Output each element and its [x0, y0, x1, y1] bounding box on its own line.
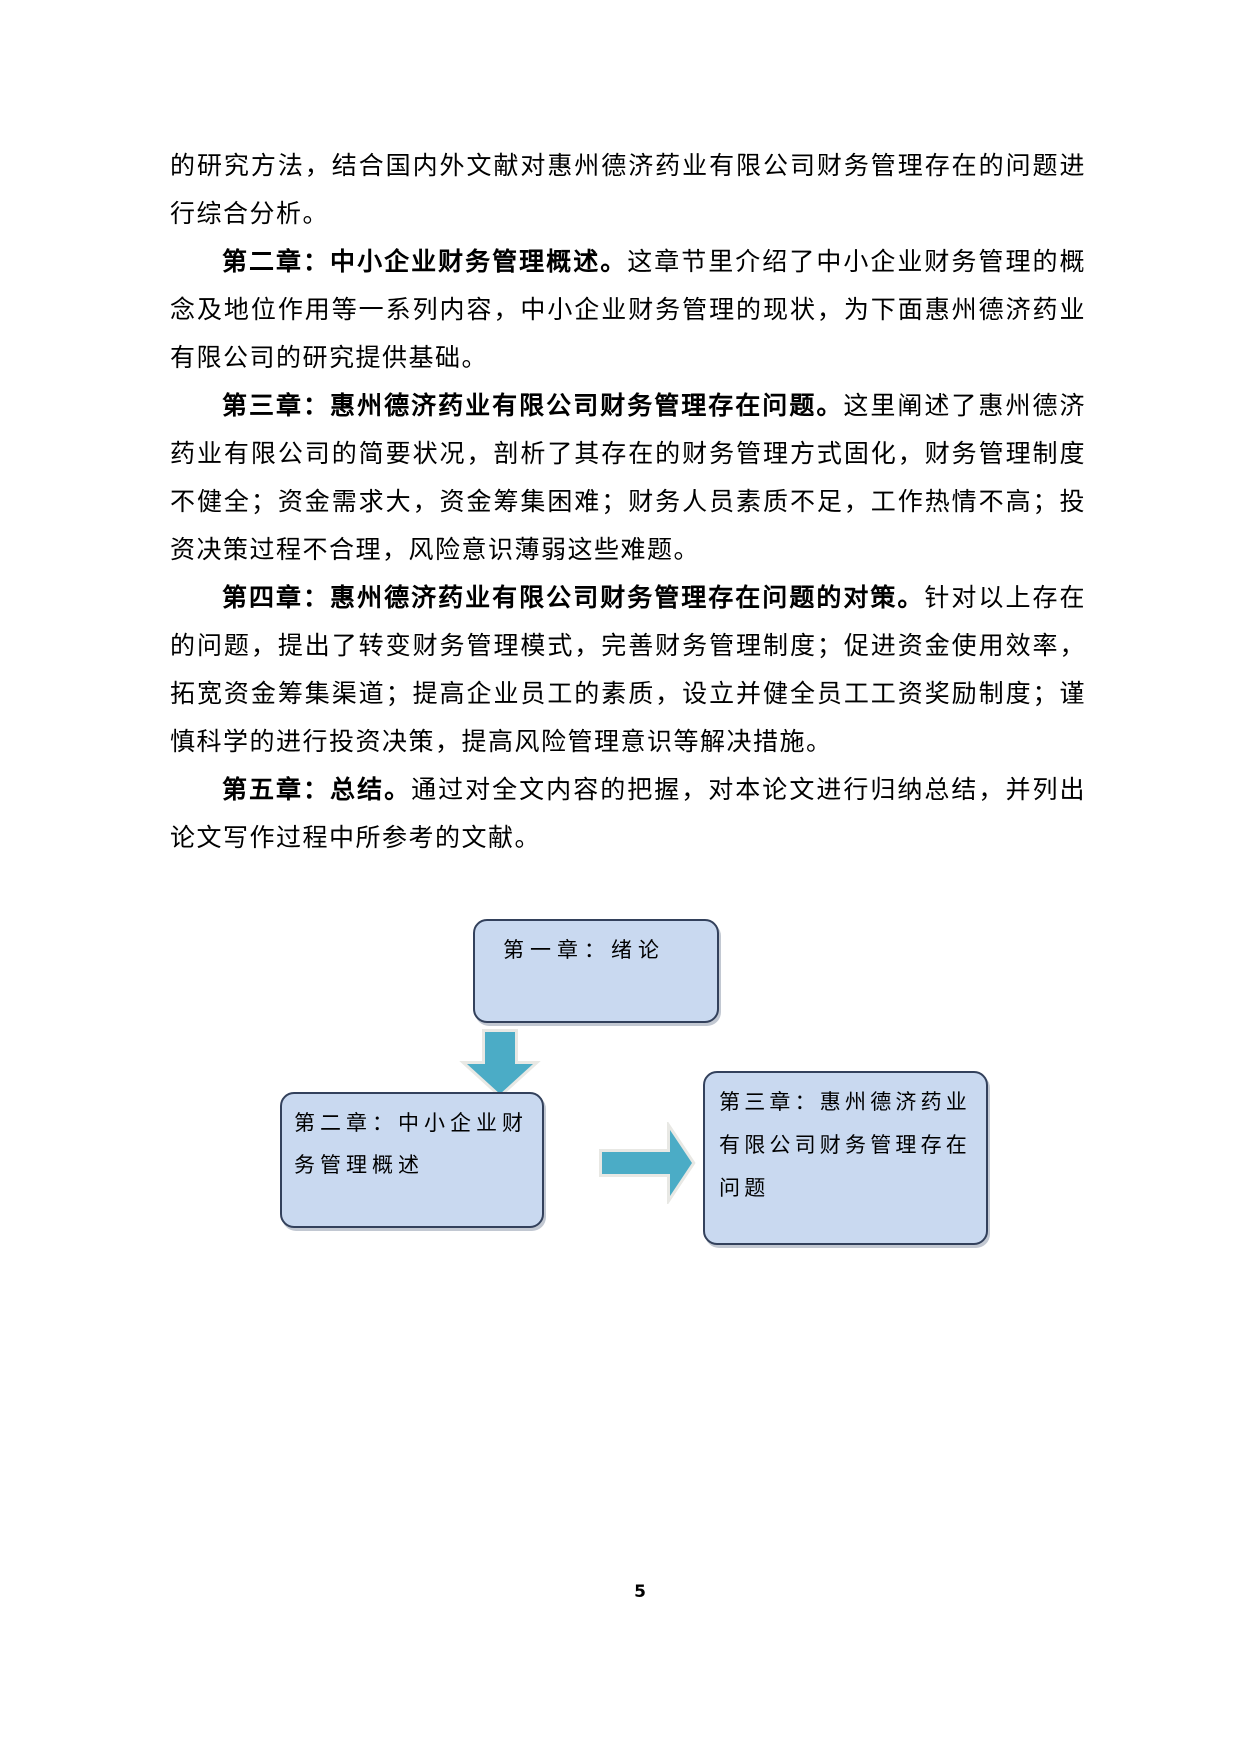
paragraph: 第四章：惠州德济药业有限公司财务管理存在问题的对策。针对以上存在的问题，提出了转… — [170, 574, 1086, 766]
chapter-lead: 第四章：惠州德济药业有限公司财务管理存在问题的对策。 — [222, 583, 925, 612]
paragraph-text: 通过对全文内容的把握，对本论文进行归纳总结，并列出论文写作过程中所参考的文献。 — [170, 775, 1086, 852]
down-arrow-icon — [459, 1029, 541, 1099]
chapter1-box: 第一章：绪论 — [473, 919, 719, 1023]
page-number: 5 — [634, 1582, 646, 1602]
paragraph-text: 针对以上存在的问题，提出了转变财务管理模式，完善财务管理制度；促进资金使用效率，… — [170, 583, 1086, 756]
chapter-lead: 第三章：惠州德济药业有限公司财务管理存在问题。 — [222, 391, 844, 420]
paragraph: 第三章：惠州德济药业有限公司财务管理存在问题。这里阐述了惠州德济药业有限公司的简… — [170, 382, 1086, 574]
paragraph: 第五章：总结。通过对全文内容的把握，对本论文进行归纳总结，并列出论文写作过程中所… — [170, 766, 1086, 862]
chapter-lead: 第二章：中小企业财务管理概述。 — [222, 247, 628, 276]
paragraph: 第二章：中小企业财务管理概述。这章节里介绍了中小企业财务管理的概念及地位作用等一… — [170, 238, 1086, 382]
right-arrow-icon — [599, 1122, 696, 1204]
paragraph-text: 的研究方法，结合国内外文献对惠州德济药业有限公司财务管理存在的问题进行综合分析。 — [170, 151, 1086, 228]
body-text: 的研究方法，结合国内外文献对惠州德济药业有限公司财务管理存在的问题进行综合分析。… — [170, 142, 1086, 862]
chapter2-box-label: 第二章：中小企业财务管理概述 — [294, 1111, 528, 1177]
paragraph: 的研究方法，结合国内外文献对惠州德济药业有限公司财务管理存在的问题进行综合分析。 — [170, 142, 1086, 238]
chapter-lead: 第五章：总结。 — [222, 775, 412, 804]
paragraph-text: 这章节里介绍了中小企业财务管理的概念及地位作用等一系列内容，中小企业财务管理的现… — [170, 247, 1086, 372]
chapter1-box-label: 第一章：绪论 — [503, 938, 665, 962]
chapter3-box: 第三章：惠州德济药业有限公司财务管理存在问题 — [703, 1071, 988, 1245]
paragraph-text: 这里阐述了惠州德济药业有限公司的简要状况，剖析了其存在的财务管理方式固化，财务管… — [170, 391, 1086, 564]
chapter3-box-label: 第三章：惠州德济药业有限公司财务管理存在问题 — [719, 1090, 971, 1200]
chapter2-box: 第二章：中小企业财务管理概述 — [280, 1092, 544, 1228]
